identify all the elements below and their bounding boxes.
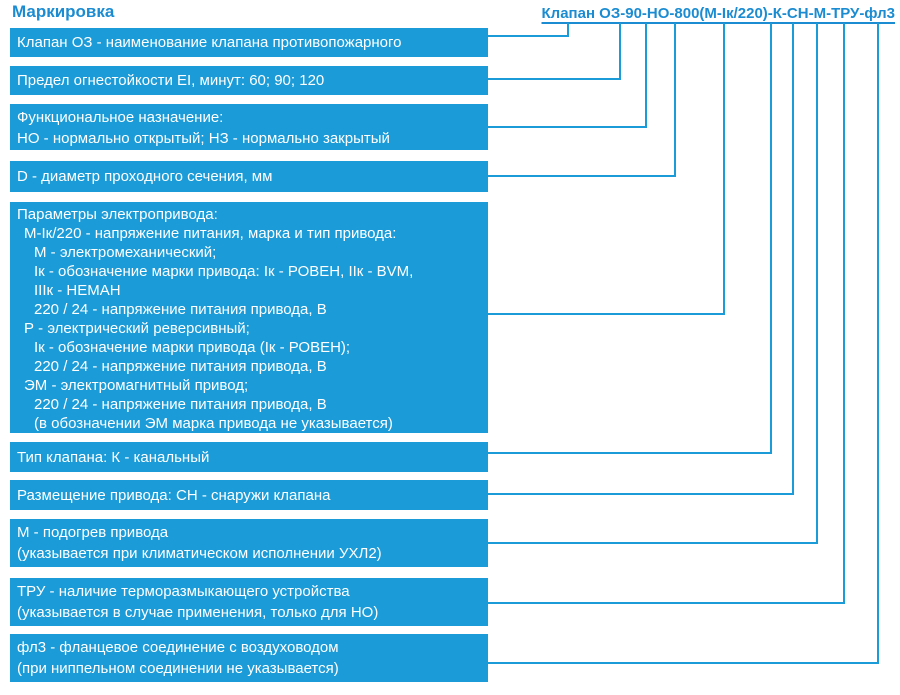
connector-line-v	[645, 23, 647, 128]
connector-line-v	[770, 23, 772, 454]
connector-line-h	[488, 662, 879, 664]
box-text-line: (указывается при климатическом исполнени…	[17, 545, 382, 562]
box-text-line: D - диаметр проходного сечения, мм	[17, 168, 273, 185]
box-text-line: (указывается в случае применения, только…	[17, 604, 379, 621]
connector-line-v	[567, 23, 569, 37]
box-text-line: Параметры электропривода:	[17, 206, 218, 223]
box-text-line: (при ниппельном соединении не указываетс…	[17, 660, 339, 677]
connector-line-v	[816, 23, 818, 544]
box-text-line: 220 / 24 - напряжение питания привода, В	[34, 396, 327, 413]
box-text-line: Размещение привода: СН - снаружи клапана	[17, 486, 331, 504]
box-text-line: 220 / 24 - напряжение питания привода, В	[34, 301, 327, 318]
box-text-line: Iк - обозначение марки привода (Iк - РОВ…	[34, 339, 351, 356]
fire-resistance-box: Предел огнестойкости EI, минут: 60; 90; …	[10, 66, 488, 95]
connector-line-v	[723, 23, 725, 315]
tru-box: ТРУ - наличие терморазмыкающего устройст…	[10, 578, 488, 626]
box-text-line: Функциональное назначение:	[17, 109, 224, 126]
function-box: Функциональное назначение: НО - нормально…	[10, 104, 488, 150]
connector-line-h	[488, 602, 845, 604]
diameter-box: D - диаметр проходного сечения, мм	[10, 161, 488, 192]
connector-line-h	[488, 78, 621, 80]
page-title: Маркировка	[12, 2, 115, 21]
box-text-line: Iк - обозначение марки привода: Iк - РОВ…	[34, 263, 414, 280]
drive-heating-box: М - подогрев привода (указывается при кли…	[10, 519, 488, 567]
valve-name-box: Клапан ОЗ - наименование клапана противо…	[10, 28, 488, 57]
connector-line-v	[792, 23, 794, 495]
box-text-line: Р - электрический реверсивный;	[24, 320, 250, 337]
box-text-line: М-Iк/220 - напряжение питания, марка и т…	[24, 225, 397, 242]
box-text-line: 220 / 24 - напряжение питания привода, В	[34, 358, 327, 375]
connector-line-h	[488, 313, 725, 315]
box-text-line: (в обозначении ЭМ марка привода не указы…	[34, 415, 393, 432]
valve-type-box: Тип клапана: К - канальный	[10, 442, 488, 472]
drive-placement-box: Размещение привода: СН - снаружи клапана	[10, 480, 488, 510]
connector-line-v	[674, 23, 676, 177]
marking-code: Клапан ОЗ-90-НО-800(М-Iк/220)-К-СН-М-ТРУ…	[541, 5, 895, 22]
flange-box: фл3 - фланцевое соединение с воздуховодо…	[10, 634, 488, 682]
box-text-line: ЭМ - электромагнитный привод;	[24, 377, 249, 394]
box-text-line: М - подогрев привода	[17, 524, 169, 541]
box-text-line: Тип клапана: К - канальный	[17, 448, 210, 466]
box-text-line: IIIк - НЕМАН	[34, 282, 121, 299]
connector-line-h	[488, 175, 676, 177]
connector-line-v	[619, 23, 621, 80]
connector-line-h	[488, 452, 772, 454]
connector-line-h	[488, 126, 647, 128]
connector-line-v	[843, 23, 845, 604]
box-text-line: ТРУ - наличие терморазмыкающего устройст…	[17, 583, 350, 600]
connector-line-v	[877, 23, 879, 664]
box-text-line: фл3 - фланцевое соединение с воздуховодо…	[17, 639, 339, 656]
box-text-line: НО - нормально открытый; НЗ - нормально …	[17, 130, 390, 147]
connector-line-h	[488, 35, 569, 37]
drive-params-box: Параметры электропривода: М-Iк/220 - напр…	[10, 202, 488, 433]
box-text-line: Клапан ОЗ - наименование клапана противо…	[17, 34, 402, 51]
connector-line-h	[488, 542, 818, 544]
box-text-line: М - электромеханический;	[34, 244, 217, 261]
connector-line-h	[488, 493, 794, 495]
box-text-line: Предел огнестойкости EI, минут: 60; 90; …	[17, 72, 325, 89]
